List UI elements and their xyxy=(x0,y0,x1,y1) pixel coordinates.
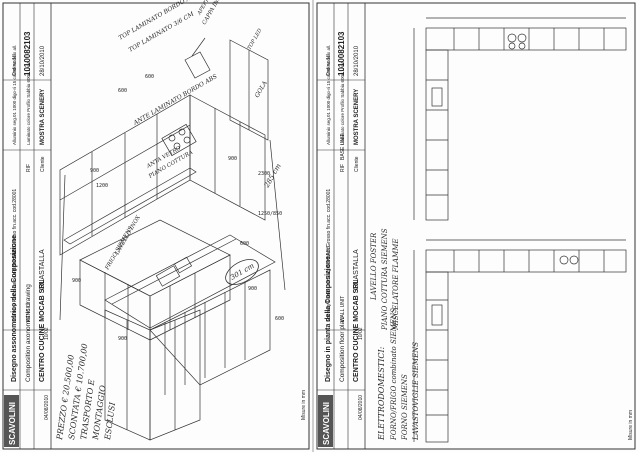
appliance-list: ELETTRODOMESTICI: FORNO/FRIGO combinato … xyxy=(370,228,420,441)
dimension-labels: 600 900 1200 600 900 600 2300 900 900 12… xyxy=(72,74,284,342)
dimension-circle xyxy=(225,259,259,285)
page-number: 10/02 xyxy=(44,327,50,340)
brand-name: SCAVOLINI xyxy=(8,402,17,445)
page-gutter xyxy=(312,0,314,452)
dimension-label: 600 xyxy=(240,241,249,247)
base-unit-label: BASE UNIT xyxy=(340,134,346,160)
note-door-finish: ANTE LAMINATO BORDO ABS xyxy=(132,73,219,127)
appliance-item: LAVASTOVIGLIE SIEMENS xyxy=(412,342,420,441)
dimension-label: 2300 xyxy=(258,171,270,177)
rif-label: RIF xyxy=(340,164,346,172)
order-label: Ordine N° xyxy=(326,54,332,76)
brand-name: SCAVOLINI xyxy=(322,402,331,445)
dimension-label: 600 xyxy=(118,88,127,94)
note-top-led: TOP LED xyxy=(247,28,264,51)
date-bottom: 04/08/2010 xyxy=(358,395,364,420)
page-number: 10/02 xyxy=(358,327,364,340)
date-top: 28/10/2010 xyxy=(40,45,46,76)
order-label: Ordine N° xyxy=(12,54,18,76)
client-label: Cliente xyxy=(40,156,46,172)
dealer-name: CENTRO CUCINE MOCAB SRL xyxy=(353,279,360,382)
right-sheet-floor-plan: SCAVOLINI Disegno in pianta della Compos… xyxy=(314,0,640,452)
alt-finish: Laminato colore Profilo Sabbia 6006 LAM xyxy=(26,62,31,145)
axonometric-drawing: SCAVOLINI Disegno assonometrico della Co… xyxy=(2,0,310,450)
finish-detail: Alluminio seg.01 1000 digo-ri 15 colore … xyxy=(12,45,17,145)
date-bottom: 04/08/2010 xyxy=(44,395,50,420)
alt-finish: Laminato colore Profilo Sabbia 6006 LAM xyxy=(340,62,345,145)
finish-code: Man.Grosso fin.acc. cod.28001 xyxy=(12,189,18,258)
appliance-item: LAVELLO FOSTER xyxy=(370,232,378,301)
model-line: Scenery Piano Lam.Leg.Bord ABS xyxy=(326,245,332,322)
dimension-label: 900 xyxy=(72,278,81,284)
model-line: Scenery Piano Lam.Leg.Bord ABS xyxy=(12,245,18,322)
order-number: 1010082103 xyxy=(23,31,32,76)
left-sheet-axonometric: SCAVOLINI Disegno assonometrico della Co… xyxy=(0,0,312,452)
dimension-label: 600 xyxy=(145,74,154,80)
appliance-item: FORNO/FRIGO combinato SIEMENS xyxy=(390,308,398,441)
dimension-label: 600 xyxy=(275,316,284,322)
drawing-title: Disegno in pianta della Composizione xyxy=(325,256,332,382)
dimension-label: 900 xyxy=(228,156,237,162)
date-top: 28/10/2010 xyxy=(354,45,360,76)
client-name: MOSTRA SCENERY xyxy=(354,89,360,145)
kitchen-axonometric-lines xyxy=(59,37,286,441)
plan-upper xyxy=(413,17,627,221)
finish-code: Man.Grosso fin.acc. cod.28001 xyxy=(326,189,332,258)
note-corner: GOLA xyxy=(254,79,269,99)
drawing-title: Disegno assonometrico della Composizione xyxy=(11,235,18,382)
footer-note: Misure in mm xyxy=(301,390,307,420)
brand-logo xyxy=(318,395,333,447)
dimension-label: 1200 xyxy=(96,183,108,189)
note-sink: LAVELLO INOX xyxy=(114,214,142,257)
floor-plan-drawing: SCAVOLINI Disegno in pianta della Compos… xyxy=(316,2,636,450)
plan-lower xyxy=(413,239,627,443)
appliance-item: FORNO SIEMENS xyxy=(401,374,409,441)
client-name: MOSTRA SCENERY xyxy=(40,89,46,145)
client-label: Cliente xyxy=(354,156,360,172)
dimension-label: 900 xyxy=(90,168,99,174)
finish-detail: Alluminio seg.01 1000 digo-ri 15 colore … xyxy=(326,45,331,145)
drawing-subtitle: Composition floor plan xyxy=(339,317,346,382)
dealer-name: CENTRO CUCINE MOCAB SRL xyxy=(39,279,46,382)
appliance-item: MISCELATORE FLAMME xyxy=(392,238,400,331)
order-number: 1010082103 xyxy=(337,31,346,76)
appliances-title: ELETTRODOMESTICI: xyxy=(377,346,386,441)
dimension-label: 900 xyxy=(118,336,127,342)
wall-unit-label: WALL UNIT xyxy=(340,296,346,322)
footer-note: Misure in mm xyxy=(628,410,634,440)
brand-logo xyxy=(4,395,19,447)
dealer-city: GUASTALLA xyxy=(353,249,360,290)
wall-code: PENSILI xyxy=(26,303,32,322)
appliance-item: PIANO COTTURA SIEMENS xyxy=(381,228,389,331)
dimension-label: 900 xyxy=(248,286,257,292)
drawing-subtitle: Composition axonometric drawing xyxy=(25,284,32,382)
dimension-label: 1250/850 xyxy=(258,211,282,217)
rif-label: RIF xyxy=(26,164,32,172)
dealer-city: GUASTALLA xyxy=(39,249,46,290)
